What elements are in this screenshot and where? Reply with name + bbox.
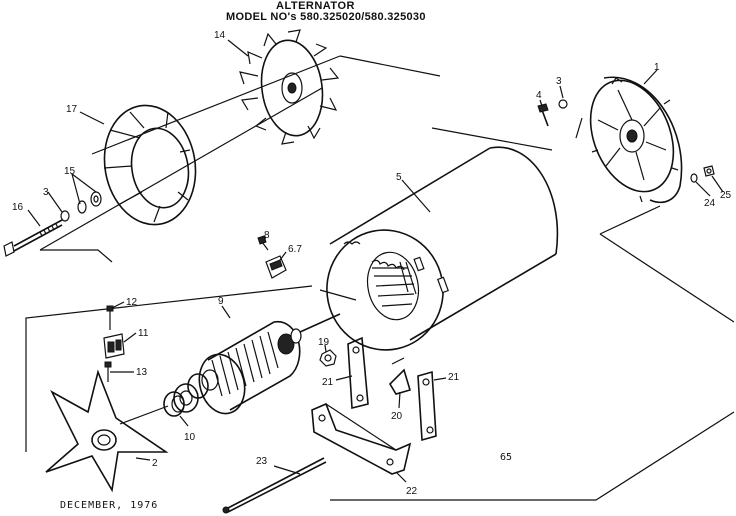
part-24-washer — [690, 173, 698, 183]
part-19-nut — [319, 349, 337, 367]
callout-16: 16 — [12, 202, 24, 213]
callout-20: 20 — [391, 411, 403, 422]
diagram-title: ALTERNATOR — [276, 0, 355, 12]
part-13-screw — [104, 361, 112, 382]
part-4-screw — [537, 103, 549, 127]
callout-3-right: 3 — [556, 76, 562, 87]
callout-5: 5 — [396, 172, 402, 183]
part-22-base-bracket — [311, 402, 412, 475]
callout-10: 10 — [184, 432, 196, 443]
callout-8: 8 — [264, 230, 270, 241]
part-23-stud — [222, 457, 327, 514]
part-5-stator-housing — [319, 146, 559, 351]
callout-19: 19 — [318, 337, 330, 348]
callout-2: 2 — [152, 458, 158, 469]
callout-14: 14 — [214, 30, 226, 41]
part-21-mounting-strap-left — [347, 336, 369, 410]
callout-4: 4 — [536, 90, 542, 101]
callout-15: 15 — [64, 166, 76, 177]
part-21-mounting-strap-right — [417, 370, 437, 442]
page-number: 65 — [500, 452, 513, 463]
part-20-clip — [388, 357, 411, 395]
assembly-outline-lines — [25, 55, 735, 501]
callout-3-left: 3 — [43, 187, 49, 198]
callout-25: 25 — [720, 190, 732, 201]
part-10-bearing — [119, 383, 199, 425]
part-11-brush-holder — [103, 333, 125, 359]
model-number-line: MODEL NO's 580.325020/580.325030 — [226, 11, 426, 23]
callout-9: 9 — [218, 296, 224, 307]
callout-11: 11 — [138, 328, 149, 339]
callout-23: 23 — [256, 456, 268, 467]
leader-lines — [27, 69, 724, 483]
part-3-lock-washer-left — [60, 210, 70, 222]
callout-6-7: 6.7 — [288, 244, 302, 255]
callout-21-left: 21 — [322, 377, 334, 388]
callout-12: 12 — [126, 297, 138, 308]
part-25-nut — [703, 165, 715, 177]
part-1-end-bell — [589, 76, 683, 204]
part-12-screw — [106, 305, 114, 330]
callout-21-right: 21 — [448, 372, 460, 383]
document-date: DECEMBER, 1976 — [60, 500, 159, 511]
part-15-washers — [77, 191, 102, 214]
callout-17: 17 — [66, 104, 78, 115]
part-17-fan-shroud — [103, 104, 197, 226]
callout-24: 24 — [704, 198, 716, 209]
callout-1: 1 — [654, 62, 660, 73]
callout-13: 13 — [136, 367, 148, 378]
part-16-through-bolt — [3, 219, 63, 257]
part-14-cooling-fan — [227, 29, 340, 145]
part-3-lock-washer-right — [558, 99, 568, 109]
callout-labels: 1 2 3 3 4 5 6.7 8 9 10 11 12 13 14 15 16… — [12, 30, 732, 497]
callout-22: 22 — [406, 486, 418, 497]
part-2-adapter-plate — [45, 369, 169, 493]
part-6-7-terminal-block — [265, 255, 287, 279]
part-9-rotor — [187, 313, 341, 415]
